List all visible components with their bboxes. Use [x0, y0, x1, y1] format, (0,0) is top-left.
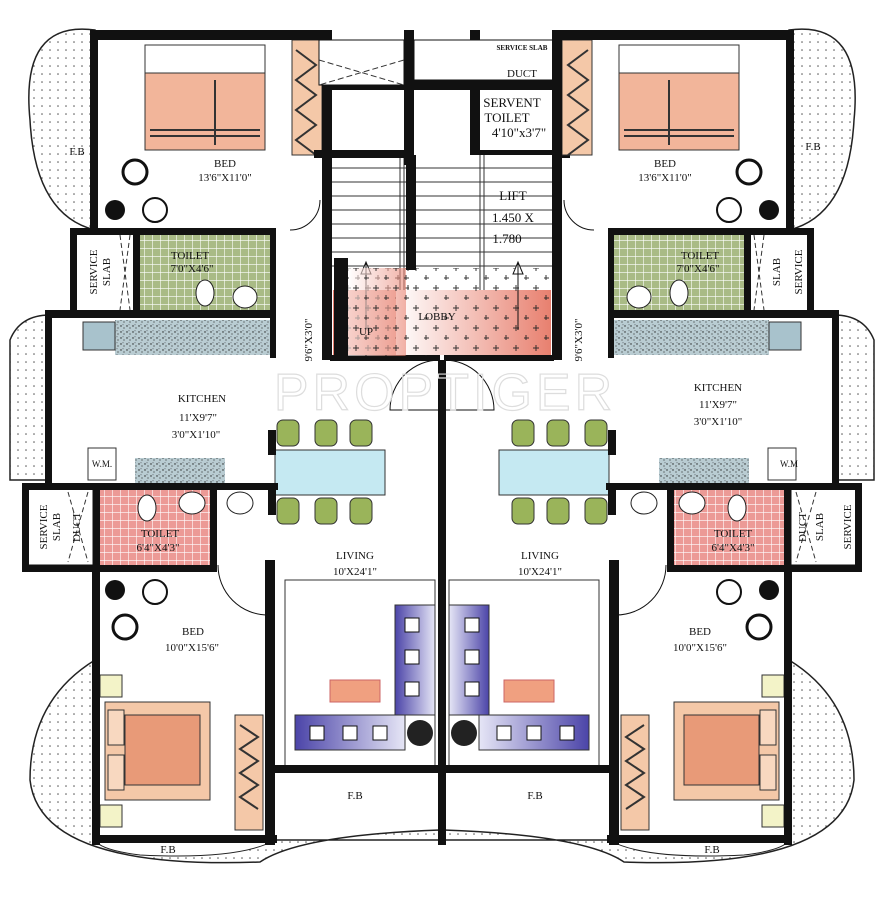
fb-label: F.B	[347, 790, 362, 802]
room-size: 10'X24'1"	[333, 566, 377, 578]
lift-size-1: 1.450 X	[492, 210, 535, 225]
service-slab-label: SLAB	[771, 258, 783, 286]
room-size: 3'0"X1'10"	[172, 429, 220, 441]
lift-size-2: 1.780	[492, 231, 521, 246]
watermark: PROPTIGER	[274, 364, 616, 422]
room-label: TOILET	[171, 250, 210, 262]
room-label: TOILET	[141, 528, 180, 540]
wm-label: W.M	[780, 459, 798, 469]
room-label: KITCHEN	[694, 382, 742, 394]
service-slab-label: SLAB	[101, 258, 113, 286]
room-label: BED	[214, 158, 236, 170]
fb-label: F.B	[704, 844, 719, 856]
fb-label: F.B	[69, 146, 84, 158]
passage-left-size: 9'6"X3'0"	[303, 319, 315, 362]
core-service-slab-label: SERVICE SLAB	[497, 44, 548, 52]
service-slab-label: SERVICE	[38, 504, 50, 549]
servant-toilet-label-2: TOILET	[484, 110, 529, 125]
room-label: LIVING	[336, 550, 374, 562]
lobby-label: LOBBY	[418, 311, 455, 323]
room-label: BED	[654, 158, 676, 170]
room-label: TOILET	[681, 250, 720, 262]
room-label: KITCHEN	[178, 393, 226, 405]
duct-label: DUCT	[797, 512, 809, 542]
service-slab-label: SERVICE	[842, 504, 854, 549]
room-size: 13'6"X11'0"	[198, 172, 251, 184]
room-size: 10'X24'1"	[518, 566, 562, 578]
service-slab-label: SLAB	[814, 513, 826, 541]
servant-toilet-size: 4'10"x3'7"	[492, 125, 546, 140]
room-label: BED	[689, 626, 711, 638]
room-size: 7'0"X4'6"	[171, 263, 214, 275]
room-size: 13'6"X11'0"	[638, 172, 691, 184]
core-duct-label: DUCT	[507, 68, 537, 80]
wm-label: W.M.	[92, 459, 112, 469]
service-slab-label: SERVICE	[793, 249, 805, 294]
room-label: BED	[182, 626, 204, 638]
lift-label: LIFT	[499, 188, 527, 203]
duct-label: DUCT	[71, 512, 83, 542]
fb-label: F.B	[527, 790, 542, 802]
service-slab-label: SERVICE	[88, 249, 100, 294]
service-slab-label: SLAB	[51, 513, 63, 541]
room-size: 11'X9'7"	[699, 399, 737, 411]
room-size: 11'X9'7"	[179, 412, 217, 424]
room-size: 6'4"X4'3"	[137, 542, 180, 554]
fb-label: F.B	[805, 141, 820, 153]
room-label: LIVING	[521, 550, 559, 562]
room-size: 3'0"X1'10"	[694, 416, 742, 428]
stair-up-label: UP	[359, 326, 373, 338]
passage-right-size: 9'6"X3'0"	[573, 319, 585, 362]
fb-label: F.B	[160, 844, 175, 856]
room-label: TOILET	[714, 528, 753, 540]
servant-toilet-label: SERVENT	[483, 95, 541, 110]
room-size: 7'0"X4'6"	[677, 263, 720, 275]
room-size: 10'0"X15'6"	[165, 642, 219, 654]
room-size: 6'4"X4'3"	[712, 542, 755, 554]
room-size: 10'0"X15'6"	[673, 642, 727, 654]
